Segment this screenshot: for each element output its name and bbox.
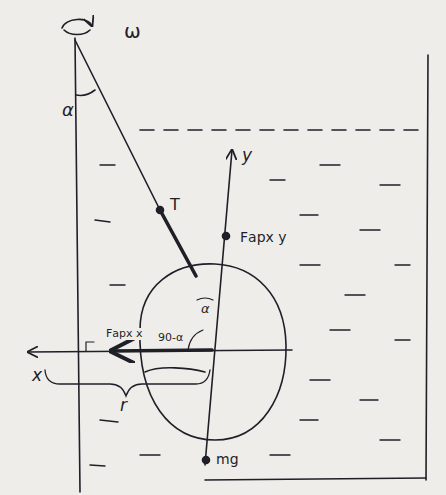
- label: y: [240, 146, 254, 165]
- x-axis: [28, 350, 292, 352]
- label: Fарх y: [238, 230, 289, 245]
- water-surface: [140, 129, 425, 131]
- label: T: [168, 196, 182, 214]
- left-wall: [75, 38, 80, 492]
- ball-mark: [145, 368, 205, 372]
- point: [157, 207, 164, 214]
- point: [223, 233, 230, 240]
- label: α: [60, 100, 76, 120]
- rotation-arc-back: [64, 30, 90, 35]
- right-angle: [86, 342, 94, 351]
- angle-arc: [197, 298, 213, 300]
- label: mg: [214, 452, 241, 467]
- label: 90-α: [156, 332, 185, 344]
- angle-arc: [188, 330, 203, 350]
- rotation-arc: [62, 19, 92, 28]
- angle-arc: [76, 90, 95, 95]
- water-dashes: [90, 165, 410, 466]
- label: x: [30, 366, 44, 385]
- buoyancy-x-vector: [112, 350, 212, 351]
- bottom-wall: [205, 478, 426, 480]
- label: α: [199, 302, 212, 316]
- point: [203, 457, 210, 464]
- label: Fарх x: [104, 328, 145, 340]
- label: ω: [122, 20, 143, 42]
- string: [75, 40, 160, 210]
- right-wall: [426, 55, 428, 480]
- label: r: [118, 396, 129, 415]
- brace: [45, 370, 210, 396]
